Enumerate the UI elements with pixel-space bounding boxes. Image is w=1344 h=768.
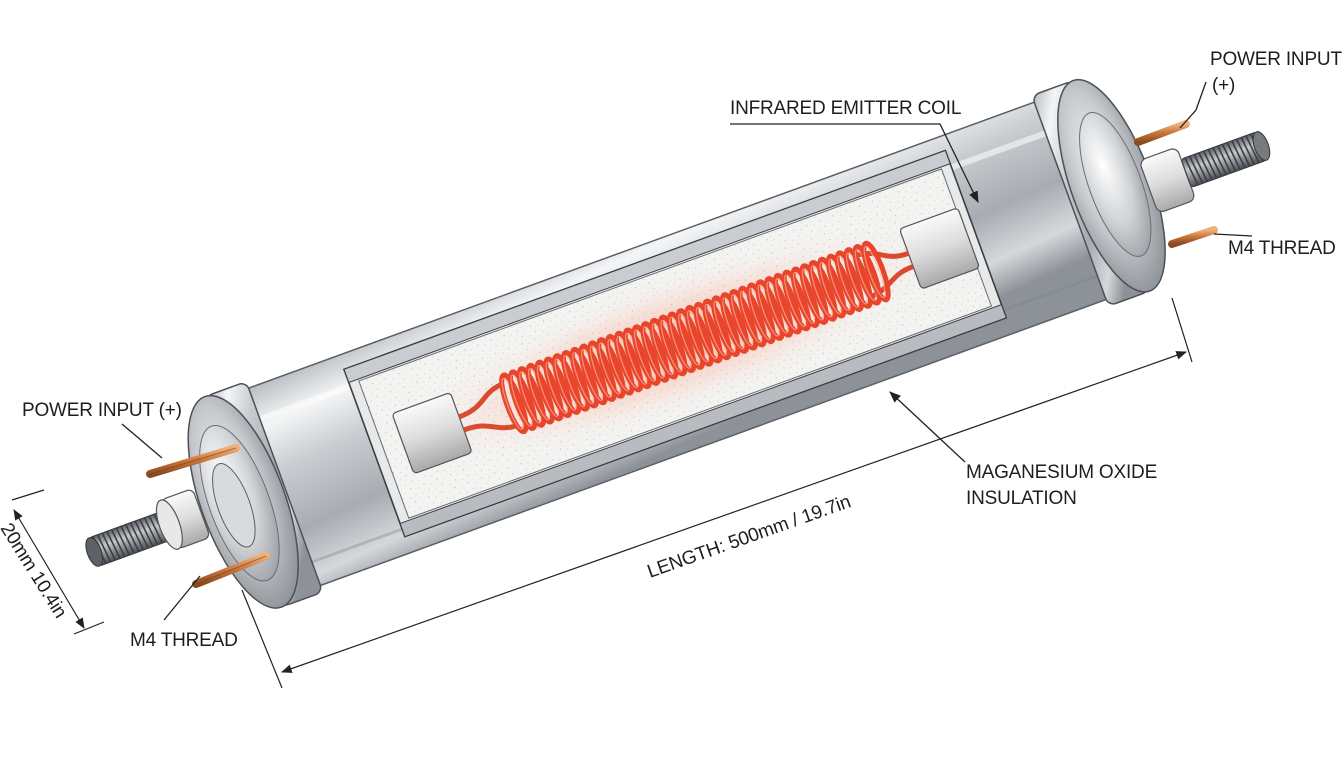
label-m4-thread-left: M4 THREAD xyxy=(130,630,238,651)
label-insulation-line2: INSULATION xyxy=(966,488,1077,509)
label-power-input-left: POWER INPUT (+) xyxy=(22,400,182,421)
ceramic-insulator-right xyxy=(899,208,980,289)
diameter-dimension xyxy=(11,489,105,635)
label-m4-thread-right: M4 THREAD xyxy=(1228,238,1336,259)
right-power-wires xyxy=(1134,120,1218,248)
right-end-cap xyxy=(1033,78,1166,305)
left-m4-thread xyxy=(85,489,210,567)
label-infrared-emitter-coil: INFRARED EMITTER COIL xyxy=(730,98,961,119)
cutaway-window xyxy=(342,149,1008,538)
label-length: LENGTH: 500mm / 19.7in xyxy=(645,491,854,582)
label-diameter: 20mm 10.4in xyxy=(0,520,71,622)
length-dimension xyxy=(241,297,1193,689)
left-power-wires xyxy=(146,444,270,588)
heater-tube xyxy=(187,78,1166,609)
label-insulation: MAGANESIUM OXIDE xyxy=(966,462,1157,483)
right-m4-thread xyxy=(1140,131,1271,212)
label-power-input-right: POWER INPUT xyxy=(1210,49,1342,70)
left-end-cap xyxy=(187,383,322,609)
label-power-input-right-sign: (+) xyxy=(1212,75,1235,96)
